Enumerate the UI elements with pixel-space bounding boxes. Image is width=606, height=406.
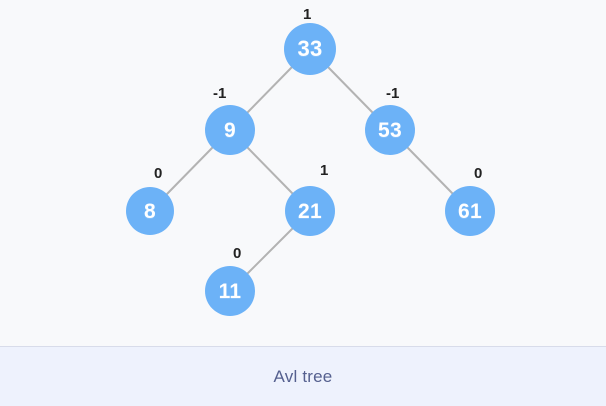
balance-factor-8: 0 <box>154 165 163 182</box>
tree-node-8[interactable]: 8 <box>126 187 174 235</box>
balance-factor-9: -1 <box>213 85 227 102</box>
tree-node-value: 53 <box>378 118 402 142</box>
tree-edge <box>246 66 293 114</box>
balance-factor-33: 1 <box>303 6 312 23</box>
balance-factor-21: 1 <box>320 162 329 179</box>
tree-edges <box>166 66 454 275</box>
balance-factor-11: 0 <box>233 245 242 262</box>
tree-node-61[interactable]: 61 <box>445 186 495 236</box>
tree-node-9[interactable]: 9 <box>205 105 255 155</box>
balance-factor-61: 0 <box>474 165 483 182</box>
tree-node-value: 9 <box>224 118 236 142</box>
footer-caption: Avl tree <box>273 366 333 386</box>
tree-edge <box>246 146 294 195</box>
tree-node-value: 8 <box>144 199 156 223</box>
footer-bar: Avl tree <box>0 346 606 406</box>
tree-node-21[interactable]: 21 <box>285 186 335 236</box>
tree-node-33[interactable]: 33 <box>284 23 336 75</box>
tree-edge <box>246 227 294 275</box>
tree-node-value: 61 <box>458 199 482 223</box>
tree-canvas: 1 33 -1 9 -1 53 0 8 1 21 0 61 0 11 <box>126 6 495 316</box>
tree-edge <box>406 146 454 195</box>
tree-edge <box>327 66 374 114</box>
tree-node-value: 11 <box>218 279 242 303</box>
balance-factor-53: -1 <box>386 85 400 102</box>
tree-node-value: 33 <box>297 36 323 61</box>
tree-node-value: 21 <box>298 199 322 223</box>
tree-node-11[interactable]: 11 <box>205 266 255 316</box>
tree-node-53[interactable]: 53 <box>365 105 415 155</box>
tree-edge <box>166 146 214 195</box>
